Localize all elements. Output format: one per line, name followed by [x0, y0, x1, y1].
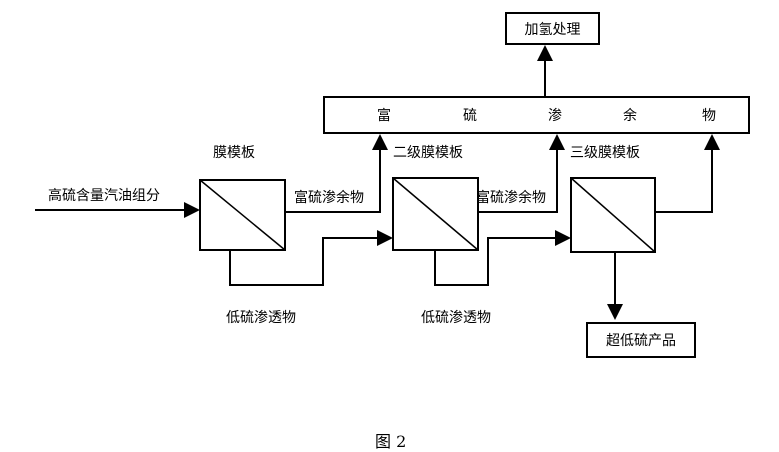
rich-bar-char-3: 渗: [548, 108, 562, 124]
product-label: 超低硫产品: [606, 333, 676, 349]
stage-label-2: 二级膜模板: [393, 145, 463, 161]
retentate-line-1: [285, 134, 388, 213]
rich-bar-char-2: 硫: [463, 108, 477, 124]
permeate-line-2: [434, 230, 571, 286]
permeate-label-2: 低硫渗透物: [421, 310, 491, 326]
retentate-label-1: 富硫渗余物: [294, 190, 364, 206]
stage-label-1: 膜模板: [213, 145, 255, 161]
rich-bar-char-4: 余: [623, 108, 637, 124]
permeate-label-1: 低硫渗透物: [226, 310, 296, 326]
retentate-line-3: [655, 134, 720, 213]
figure-caption: 图 2: [375, 432, 407, 451]
ultra-low-sulfur-product-box: 超低硫产品: [586, 322, 696, 358]
hydrotreating-box: 加氢处理: [505, 12, 600, 45]
permeate-line-1: [229, 230, 393, 286]
hydrotreating-label: 加氢处理: [524, 21, 581, 38]
retentate-label-2: 富硫渗余物: [476, 190, 546, 206]
rich-bar-char-1: 富: [377, 108, 391, 124]
feed-label: 高硫含量汽油组分: [48, 188, 160, 204]
retentate-line-2: [478, 134, 565, 213]
rich-sulfur-retentate-bar: 富 硫 渗 余 物: [323, 96, 750, 134]
rich-bar-char-5: 物: [702, 108, 716, 124]
stage-label-3: 三级膜模板: [570, 145, 640, 161]
